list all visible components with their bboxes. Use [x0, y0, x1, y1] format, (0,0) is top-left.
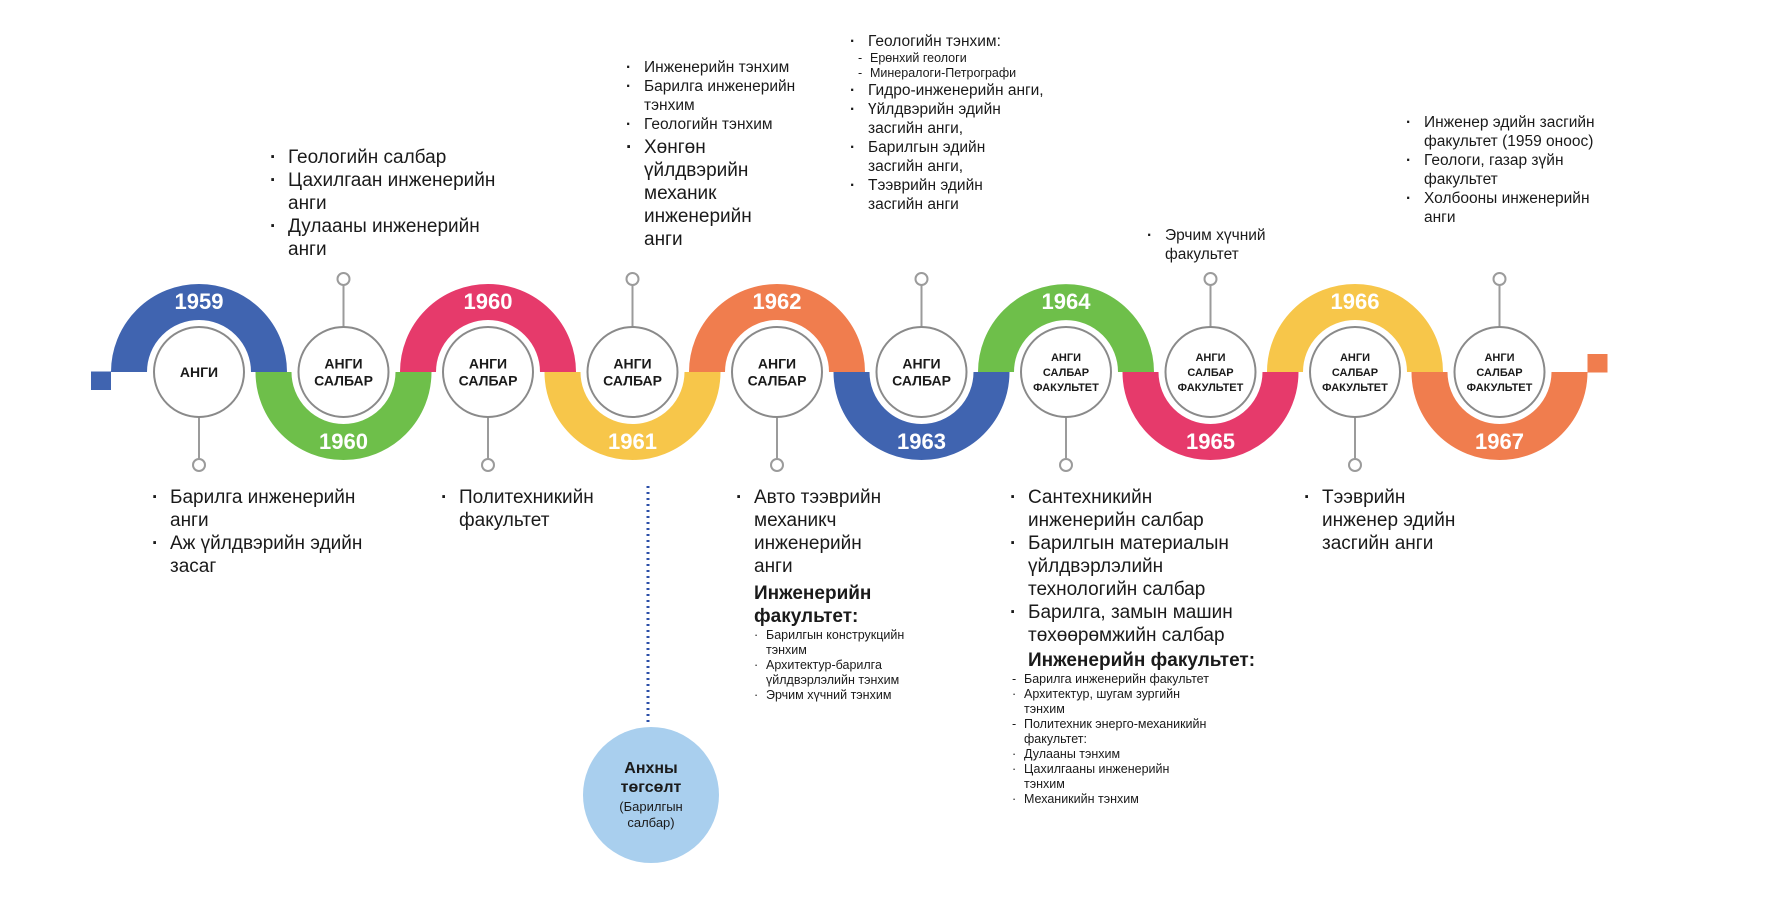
stage-label-text: АНГИ [180, 364, 218, 380]
stage-label-text: САЛБАР [1043, 367, 1089, 379]
stage-label-text: САЛБАР [603, 372, 662, 388]
stage-label-text: ФАКУЛЬТЕТ [1322, 382, 1388, 394]
text-1967-top: Инженер эдийн засгийн факультет (1959 он… [1404, 113, 1604, 227]
stage-label-text: АНГИ [758, 355, 796, 371]
stage-label-text: САЛБАР [459, 372, 518, 388]
connector-knob [481, 458, 495, 472]
timeline-arcs: 1959 1960 1960 1961 1962 1963 1964 1965 1966 1967 [91, 284, 1608, 460]
stage-circle-1960 [297, 326, 390, 418]
stage-label-text: АНГИ [1484, 352, 1514, 364]
timeline-arc-1964 [978, 284, 1154, 373]
year-label-1960: 1960 [464, 289, 513, 314]
text-1961-top: Инженерийн тэнхимБарилга инженерийн тэнх… [624, 58, 824, 251]
stage-circle-1967 [1453, 326, 1546, 418]
text-1965-top: Эрчим хүчний факультет [1145, 226, 1315, 264]
stage-label-text: АНГИ [1195, 352, 1225, 364]
connector-knob [1203, 272, 1218, 286]
stage-label-text: АНГИ [613, 355, 651, 371]
year-label-1966: 1966 [1331, 289, 1380, 314]
timeline-end-tail [1587, 354, 1608, 373]
stage-circle-1964 [1020, 326, 1112, 418]
year-label-1967: 1967 [1475, 429, 1524, 454]
stage-label-text: САЛБАР [1187, 367, 1233, 379]
connector-knob [625, 272, 640, 286]
heading-1962: Инженерийн факультет: [754, 583, 872, 627]
timeline-arc-1960 [400, 284, 576, 373]
year-label-1962: 1962 [753, 289, 802, 314]
timeline-arc-1966 [1267, 284, 1443, 373]
timeline-arc-1963 [833, 371, 1010, 460]
stage-circle-1965 [1164, 326, 1257, 418]
stage-label-text: ФАКУЛЬТЕТ [1467, 382, 1533, 394]
stage-circle-1966 [1309, 326, 1401, 418]
stage-label-text: АНГИ [902, 355, 940, 371]
first-result-subtitle: (Барилгын салбар) [619, 799, 683, 830]
timeline-arc-1960 [255, 371, 432, 460]
year-label-1963: 1963 [897, 429, 946, 454]
text-1960-bottom: Политехникийн факультет [439, 486, 614, 532]
timeline-arc-1967 [1411, 371, 1588, 460]
text-1959-bottom: Барилга инженерийн ангиАж үйлдвэрийн эди… [150, 486, 370, 578]
stage-label-text: САЛБАР [1476, 367, 1522, 379]
stage-label-text: САЛБАР [892, 372, 951, 388]
timeline-start-tail [91, 371, 111, 390]
text-1962-bottom: Авто тээврийн механикч инженерийн анги И… [734, 486, 914, 703]
text-1966-bottom: Тээврийн инженер эдийн засгийн анги [1302, 486, 1492, 555]
timeline-arc-1959 [111, 284, 287, 373]
first-result-circle: Анхны төгсөлт (Барилгын салбар) [583, 727, 719, 863]
timeline-connectors [192, 272, 1507, 472]
stage-circle-1961 [586, 326, 679, 418]
stage-label-text: АНГИ [1340, 352, 1370, 364]
text-1960-top: Геологийн салбарЦахилгаан инженерийн анг… [268, 146, 498, 261]
year-label-1965: 1965 [1186, 429, 1235, 454]
heading-1964: Инженерийн факультет: [1028, 650, 1256, 671]
year-label-1964: 1964 [1042, 289, 1092, 314]
stage-label-text: САЛБАР [314, 372, 373, 388]
timeline-circles: АНГИАНГИСАЛБАРАНГИСАЛБАРАНГИСАЛБАРАНГИСА… [153, 326, 1546, 418]
stage-label-text: ФАКУЛЬТЕТ [1033, 382, 1099, 394]
stage-circle-1959 [153, 326, 245, 418]
stage-label-text: ФАКУЛЬТЕТ [1178, 382, 1244, 394]
timeline-arc-1961 [544, 371, 721, 460]
year-label-1961: 1961 [608, 429, 657, 454]
first-result-title: Анхны төгсөлт [620, 760, 682, 796]
connector-knob [770, 458, 784, 472]
text-1963-top: Геологийн тэнхим: Ерөнхий геологиМинерал… [848, 32, 1078, 214]
stage-label-text: САЛБАР [1332, 367, 1378, 379]
year-label-1960: 1960 [319, 429, 368, 454]
connector-knob [192, 458, 206, 472]
connector-knob [1348, 458, 1362, 472]
stage-label-text: АНГИ [1051, 352, 1081, 364]
connector-knob [1059, 458, 1073, 472]
connector-knob [914, 272, 929, 286]
stage-circle-1962 [731, 326, 823, 418]
connector-knob [336, 272, 351, 286]
stage-label-text: АНГИ [469, 355, 507, 371]
timeline-arc-1965 [1122, 371, 1299, 460]
stage-label-text: АНГИ [324, 355, 362, 371]
connector-knob [1492, 272, 1507, 286]
stage-label-text: САЛБАР [748, 372, 807, 388]
text-1964-bottom: Сантехникийн инженерийн салбарБарилгын м… [1008, 486, 1268, 807]
stage-circle-1963 [875, 326, 968, 418]
year-label-1959: 1959 [175, 289, 224, 314]
stage-circle-1960 [442, 326, 534, 418]
timeline-arc-1962 [689, 284, 865, 373]
